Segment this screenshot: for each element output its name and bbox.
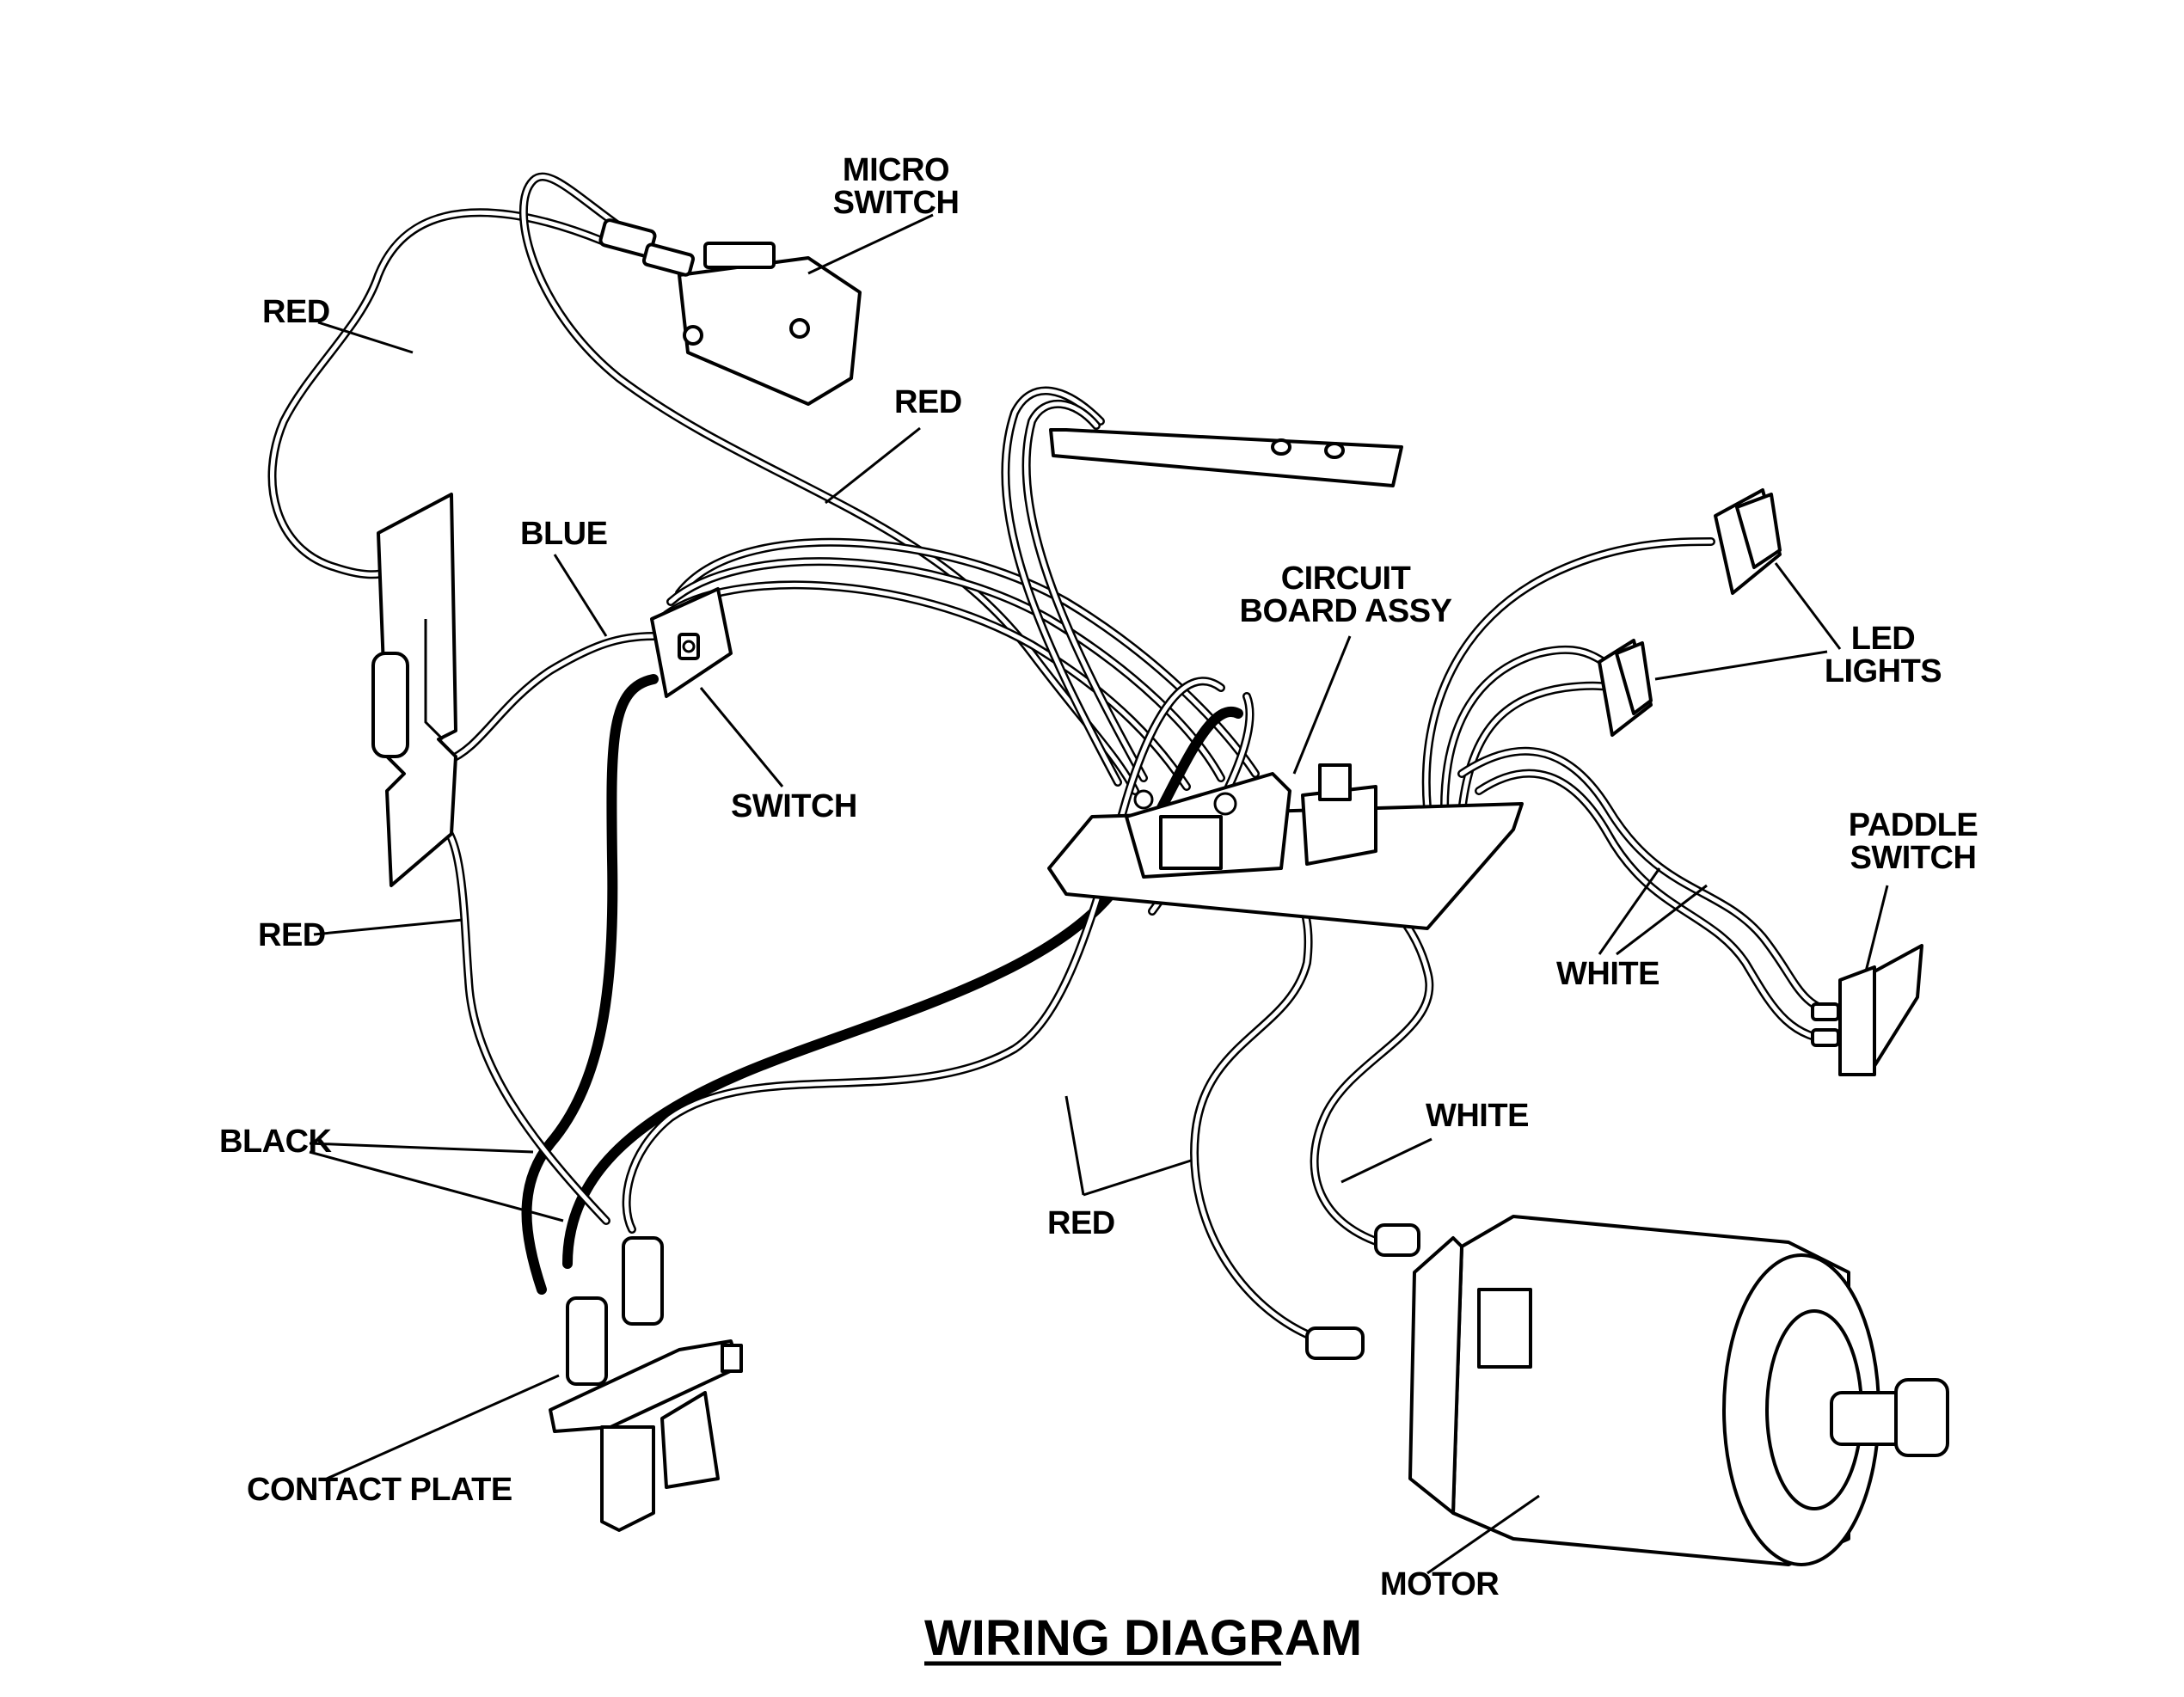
red-wire-micro-to-board xyxy=(518,172,1139,795)
switch xyxy=(650,587,733,698)
led-strip xyxy=(1049,428,1403,487)
wire-bundle-switch-to-board xyxy=(662,537,1260,791)
label-micro-switch-line1: MICRO xyxy=(843,152,949,188)
wires-board-to-led-strip xyxy=(1001,386,1148,787)
red-wire-fuse-to-contact xyxy=(439,821,610,1225)
red-wire-micro-to-fuse xyxy=(267,208,606,579)
black-wire-board-to-contact xyxy=(562,707,1243,1269)
red-wire-board-to-contact xyxy=(622,677,1255,1234)
label-red-top-mid: RED xyxy=(894,384,962,420)
label-led-lights-line1: LED xyxy=(1851,621,1916,657)
label-led-lights-line2: LIGHTS xyxy=(1825,653,1942,689)
contact-plate xyxy=(549,1236,743,1532)
white-wires-to-paddle-switch xyxy=(1457,746,1844,1045)
label-contact-plate: CONTACT PLATE xyxy=(247,1472,512,1508)
label-micro-switch-line2: SWITCH xyxy=(833,185,960,221)
label-blue: BLUE xyxy=(520,516,607,552)
label-black: BLACK xyxy=(219,1124,333,1160)
diagram-title-group: WIRING DIAGRAM xyxy=(924,1610,1362,1666)
led-lights xyxy=(1598,488,1782,737)
label-red-left: RED xyxy=(258,917,326,953)
label-paddle-switch-line2: SWITCH xyxy=(1850,840,1977,876)
motor xyxy=(1305,1215,1949,1566)
fuse-board xyxy=(371,493,457,887)
label-red-top-left: RED xyxy=(262,294,330,330)
diagram-title: WIRING DIAGRAM xyxy=(924,1610,1362,1666)
labels: MICRO SWITCH RED RED BLUE SWITCH CIRCUIT… xyxy=(219,152,1978,1602)
label-white-motor: WHITE xyxy=(1426,1098,1529,1134)
label-switch: SWITCH xyxy=(731,788,857,824)
blue-wire xyxy=(443,632,658,765)
red-wire-board-to-motor xyxy=(1190,873,1328,1345)
black-wire-switch-to-contact xyxy=(521,674,659,1295)
label-circuit-board-line1: CIRCUIT xyxy=(1281,561,1411,597)
circuit-board xyxy=(1047,763,1524,930)
label-circuit-board-line2: BOARD ASSY xyxy=(1240,593,1452,629)
leader-lines xyxy=(309,213,1889,1575)
wires xyxy=(267,172,1844,1345)
label-paddle-switch-line1: PADDLE xyxy=(1849,807,1978,843)
paddle-switch xyxy=(1811,944,1923,1076)
micro-switch xyxy=(598,218,862,406)
label-white-right: WHITE xyxy=(1556,956,1659,992)
label-red-bottom: RED xyxy=(1047,1205,1115,1241)
label-motor: MOTOR xyxy=(1380,1566,1499,1602)
wires-board-to-led-lights xyxy=(1421,537,1715,817)
